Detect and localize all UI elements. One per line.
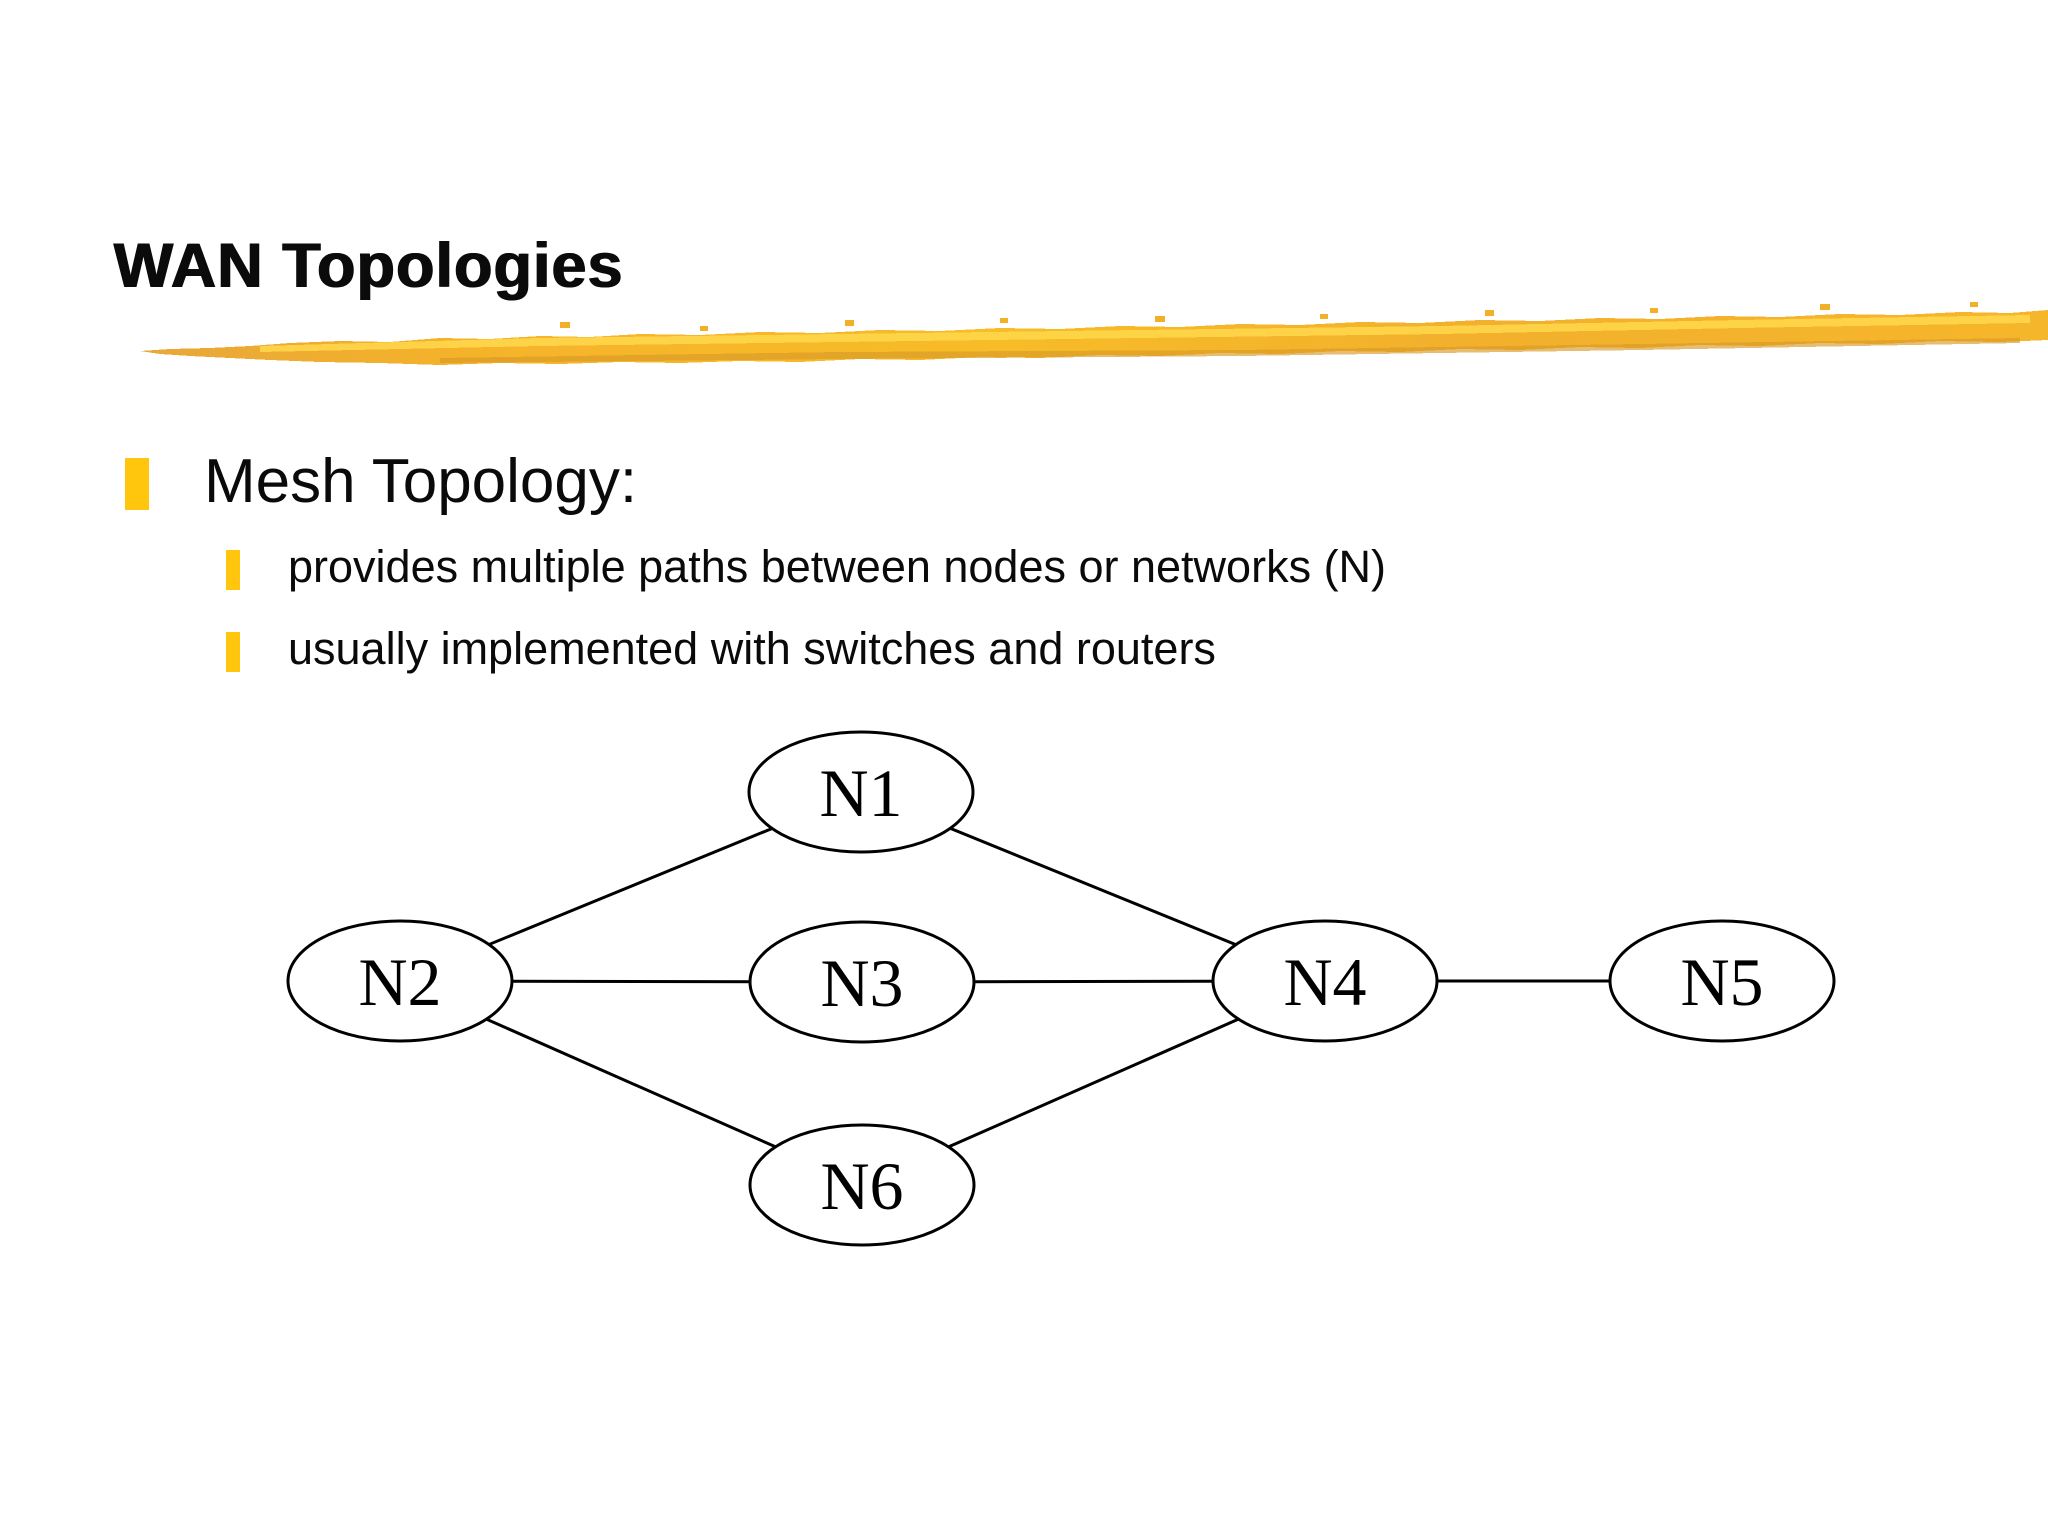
brush-highlight bbox=[260, 315, 2030, 352]
node-n6-ellipse bbox=[748, 1123, 976, 1247]
node-n3-label: N3 bbox=[820, 945, 903, 1021]
node-n4: N4 bbox=[1211, 919, 1439, 1043]
node-n3-ellipse bbox=[748, 920, 976, 1044]
main-bullet-label: Mesh Topology: bbox=[204, 447, 638, 516]
sub-bullet-label-1: provides multiple paths between nodes or… bbox=[288, 541, 1387, 592]
bullet-marker-sub-1 bbox=[226, 550, 240, 590]
node-n3: N3 bbox=[748, 920, 976, 1044]
brush-stroke-underline bbox=[140, 302, 2048, 365]
node-n2-label: N2 bbox=[358, 944, 441, 1020]
bullet-marker-main bbox=[125, 458, 149, 510]
node-n1-label: N1 bbox=[819, 755, 902, 831]
node-n1: N1 bbox=[747, 730, 975, 854]
node-n4-label: N4 bbox=[1283, 944, 1366, 1020]
node-n6: N6 bbox=[748, 1123, 976, 1247]
node-n2-ellipse bbox=[286, 919, 514, 1043]
node-n5-label: N5 bbox=[1680, 944, 1763, 1020]
bullet-marker-sub-2 bbox=[226, 632, 240, 672]
node-n2: N2 bbox=[286, 919, 514, 1043]
brush-speckles bbox=[560, 302, 1978, 331]
page-title: WAN Topologies bbox=[113, 231, 623, 301]
node-n5-ellipse bbox=[1608, 919, 1836, 1043]
node-n4-ellipse bbox=[1211, 919, 1439, 1043]
brush-shadow bbox=[440, 338, 2020, 363]
node-n1-ellipse bbox=[747, 730, 975, 854]
sub-bullet-label-2: usually implemented with switches and ro… bbox=[288, 623, 1216, 674]
node-n6-label: N6 bbox=[820, 1148, 903, 1224]
node-n5: N5 bbox=[1608, 919, 1836, 1043]
